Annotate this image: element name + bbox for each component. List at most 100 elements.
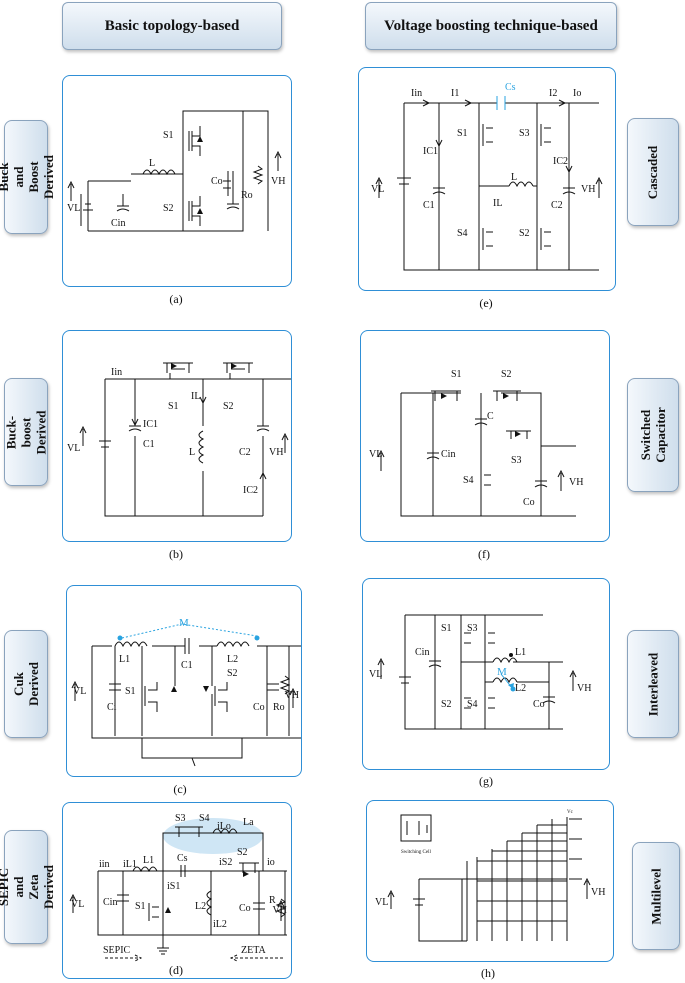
c-label-l1: L1: [119, 654, 130, 665]
circuit-d: S3 S4 iLo La iin iL1 L1 Cs iS2 S2 io iS1…: [69, 813, 287, 962]
d-label-il1: iL1: [123, 859, 137, 870]
circuit-g: S1 S3 S2 S4 L1 L2 M Cin Co VL VH: [369, 614, 591, 730]
panel-b: Iin IC1 C1 S1 IL S2 L C2 IC2 VL VH: [62, 330, 292, 542]
g-label-s4: S4: [467, 699, 478, 710]
d-label-s4: S4: [199, 813, 210, 824]
d-label-cs: Cs: [177, 853, 188, 864]
a-label-vl: VL: [67, 203, 80, 214]
e-label-s3: S3: [519, 128, 530, 139]
f-label-s2: S2: [501, 369, 512, 380]
panel-h: Switching Cell VL VH Vc: [366, 800, 614, 962]
f-label-cin: Cin: [441, 449, 455, 460]
g-label-s2: S2: [441, 699, 452, 710]
g-label-s1: S1: [441, 623, 452, 634]
e-label-c2: C2: [551, 200, 563, 211]
g-label-vh: VH: [577, 683, 591, 694]
circuit-a: S1 L S2 Cin Co Ro VL VH: [67, 110, 285, 232]
side-label-cuk-derived: Cuk Derived: [4, 630, 48, 738]
side-label-sepic-zeta: SEPIC and Zeta Derived: [0, 830, 56, 944]
c-label-m: M: [179, 617, 189, 629]
f-label-vl: VL: [369, 449, 382, 460]
caption-e: (e): [479, 296, 493, 310]
g-label-cin: Cin: [415, 647, 429, 658]
b-label-s2: S2: [223, 401, 234, 412]
e-label-vh: VH: [581, 184, 595, 195]
b-label-s1: S1: [168, 401, 179, 412]
b-label-iin: Iin: [111, 367, 122, 378]
d-label-is2: iS2: [219, 857, 232, 868]
g-label-m: M: [497, 666, 507, 678]
c-label-co: Co: [253, 702, 265, 713]
side-label-interleaved: Interleaved: [627, 630, 679, 738]
side-label-d-text: SEPIC and Zeta Derived: [0, 864, 56, 910]
b-label-ic1: IC1: [143, 419, 158, 430]
d-label-s2: S2: [237, 847, 248, 858]
circuit-f: S1 S2 C S3 S4 Cin Co VL VH: [369, 369, 583, 517]
b-label-vl: VL: [67, 443, 80, 454]
e-label-il: IL: [493, 198, 502, 209]
f-label-s1: S1: [451, 369, 462, 380]
h-label-vl: VL: [375, 897, 388, 908]
f-label-vh: VH: [569, 477, 583, 488]
caption-f: (f): [478, 547, 490, 561]
a-label-ro: Ro: [241, 190, 253, 201]
f-label-s3: S3: [511, 455, 522, 466]
side-label-b-text: Buck-boost Derived: [3, 409, 49, 455]
d-label-sepic: SEPIC: [103, 945, 131, 956]
c-label-s1: S1: [125, 686, 136, 697]
c-label-s2: S2: [227, 668, 238, 679]
g-label-co: Co: [533, 699, 545, 710]
a-label-vh: VH: [271, 176, 285, 187]
a-label-s1: S1: [163, 130, 174, 141]
a-label-co: Co: [211, 176, 223, 187]
c-label-c1: C1: [181, 660, 193, 671]
h-label-vh: VH: [591, 887, 605, 898]
side-label-buck-boost-derived: Buck and Boost Derived: [0, 120, 56, 234]
side-label-multilevel: Multilevel: [632, 842, 680, 950]
side-label-buckboost-derived: Buck-boost Derived: [3, 378, 49, 486]
a-label-s2: S2: [163, 203, 174, 214]
d-label-is1: iS1: [167, 881, 180, 892]
e-label-io: Io: [573, 88, 581, 99]
d-label-r: R: [269, 895, 276, 906]
panel-c: M L1 L2 C1 Ci S1 S2 Co Ro VL VH: [66, 585, 302, 777]
c-label-vh: VH: [285, 690, 299, 701]
caption-a: (a): [169, 292, 183, 306]
f-label-co: Co: [523, 497, 535, 508]
d-label-la: La: [243, 817, 254, 828]
e-label-ic2: IC2: [553, 156, 568, 167]
a-label-l: L: [149, 158, 155, 169]
b-label-ic2: IC2: [243, 485, 258, 496]
caption-b: (b): [169, 547, 183, 561]
g-label-l2: L2: [515, 683, 526, 694]
panel-a: S1 L S2 Cin Co Ro VL VH: [62, 75, 292, 287]
d-label-co: Co: [239, 903, 251, 914]
e-label-iin: Iin: [411, 88, 422, 99]
h-label-vc: Vc: [567, 810, 574, 815]
caption-h: (h): [481, 966, 495, 980]
f-label-c: C: [487, 411, 494, 422]
d-label-s3: S3: [175, 813, 186, 824]
d-label-zeta: ZETA: [241, 945, 267, 956]
side-label-h-text: Multilevel: [648, 867, 664, 925]
e-label-s4: S4: [457, 228, 468, 239]
b-label-l: L: [189, 447, 195, 458]
panel-e: Iin I1 Cs I2 Io S1 S3 IC1 IC2 L IL C1 C2…: [358, 67, 616, 291]
caption-c: (c): [173, 782, 187, 796]
d-label-l1: L1: [143, 855, 154, 866]
f-label-s4: S4: [463, 475, 474, 486]
side-label-cascaded: Cascaded: [627, 118, 679, 226]
e-label-s2: S2: [519, 228, 530, 239]
side-label-switched-capacitor: Switched Capacitor: [627, 378, 679, 492]
c-label-ro: Ro: [273, 702, 285, 713]
panel-g: S1 S3 S2 S4 L1 L2 M Cin Co VL VH: [362, 578, 610, 770]
header-voltage-boosting: Voltage boosting technique-based: [365, 2, 617, 50]
panel-f: S1 S2 C S3 S4 Cin Co VL VH: [360, 330, 610, 542]
d-label-l2: L2: [195, 901, 206, 912]
d-label-il2: iL2: [213, 919, 227, 930]
header-voltage-boosting-label: Voltage boosting technique-based: [384, 17, 598, 34]
side-label-f-text: Switched Capacitor: [638, 407, 669, 463]
e-label-cs: Cs: [505, 82, 516, 93]
c-label-ci: Ci: [107, 702, 117, 713]
g-label-l1: L1: [515, 647, 526, 658]
